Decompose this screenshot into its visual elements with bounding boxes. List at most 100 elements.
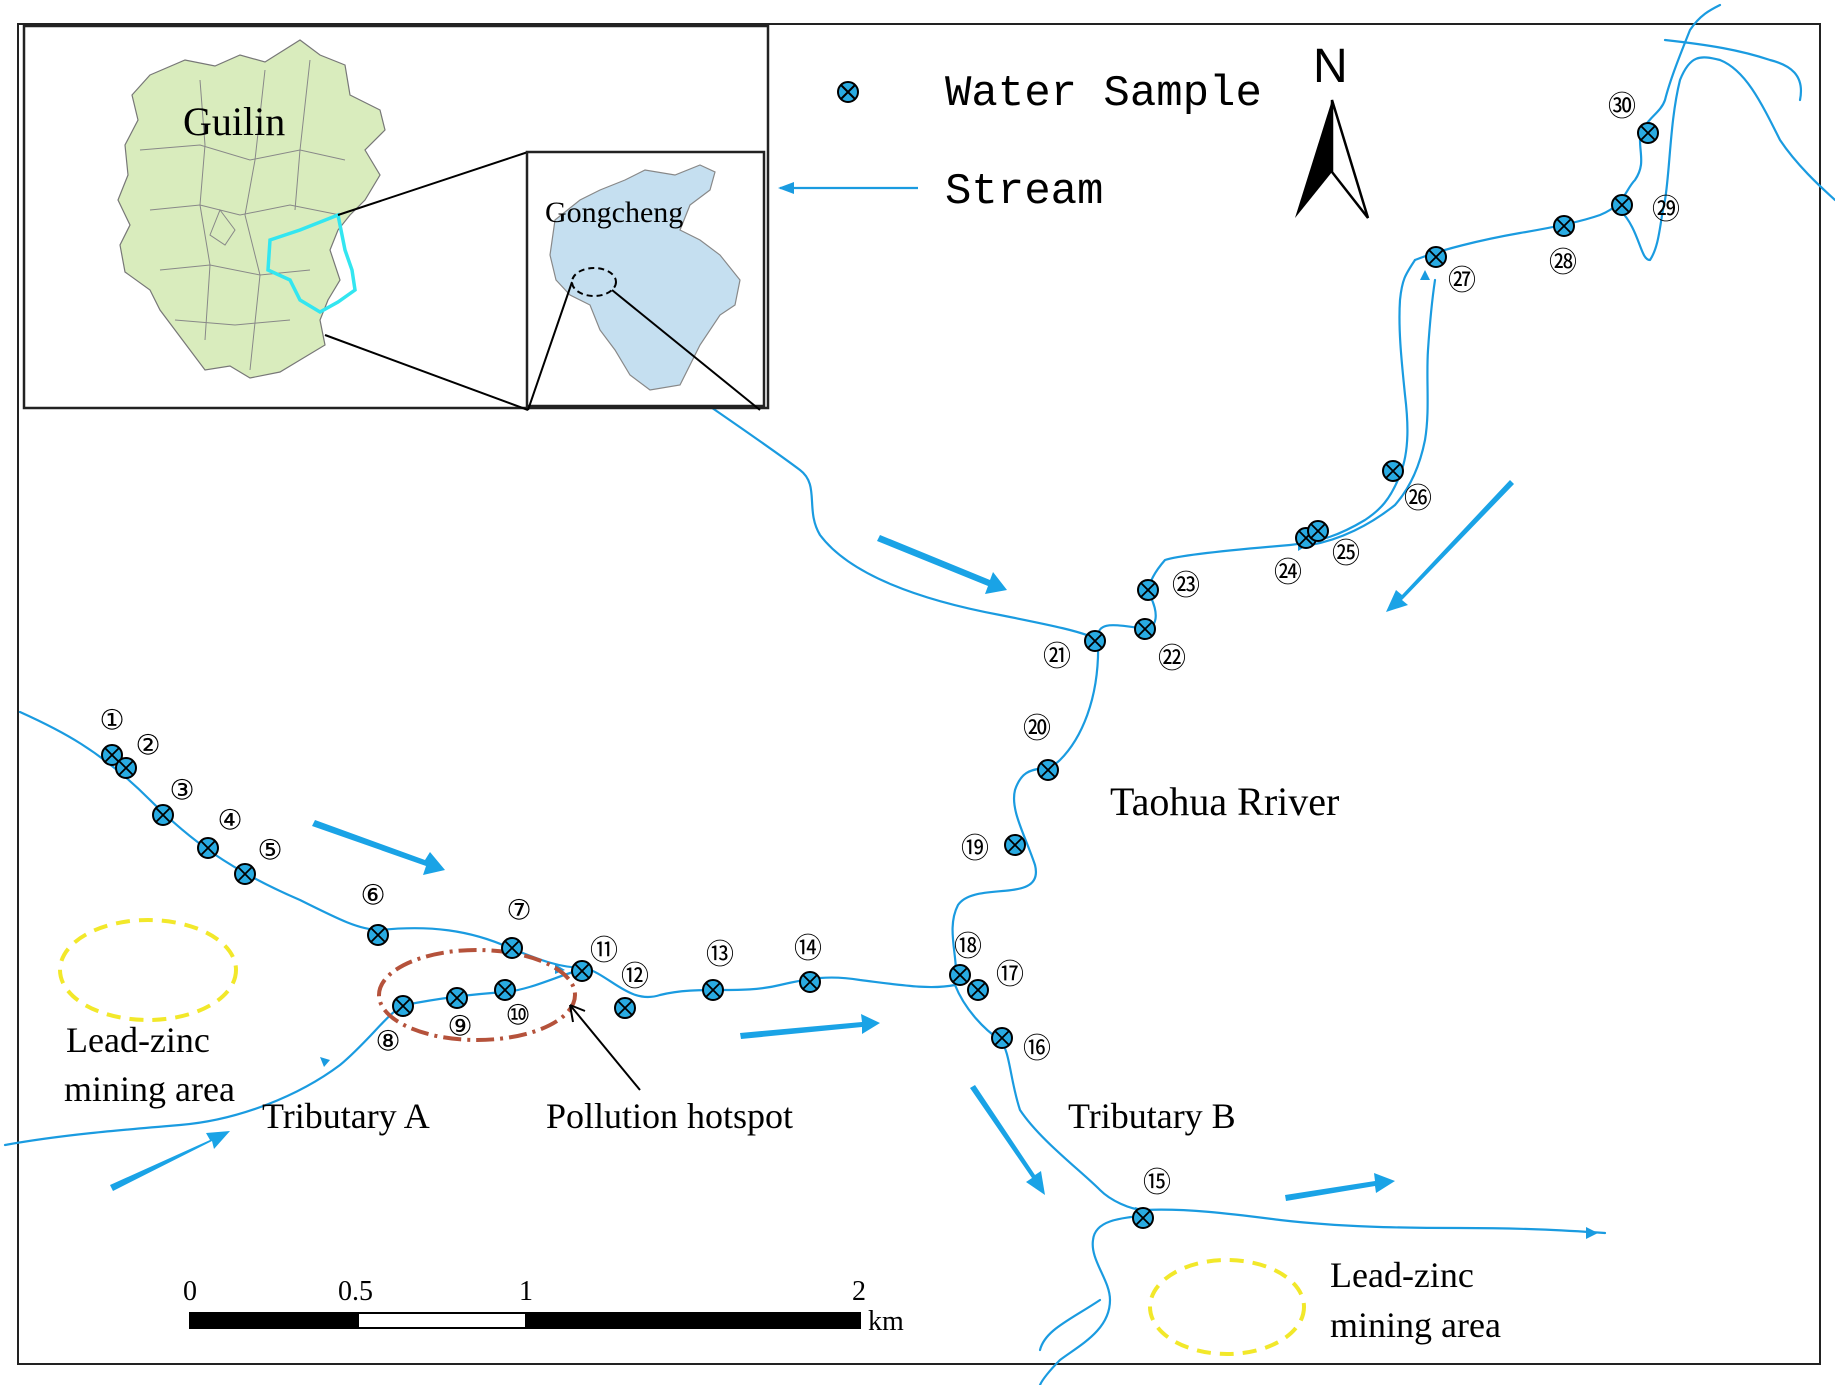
sample-cross-icon	[802, 974, 818, 990]
sample-number-label: ⑥	[360, 879, 385, 910]
flow-arrow-1	[312, 820, 445, 875]
guilin-county-boundaries	[139, 59, 346, 371]
sample-cross-icon	[1428, 249, 1444, 265]
scale-seg-2	[357, 1312, 527, 1329]
mining-area-left-label-line1: Lead-zinc	[66, 1020, 210, 1060]
sample-cross-icon	[370, 927, 386, 943]
north-arrow-right-half	[1330, 99, 1370, 219]
sample-number-label: ①	[99, 704, 124, 735]
taohua-river-label: Taohua Rriver	[1110, 779, 1339, 824]
water-sample-26: ㉖	[1382, 460, 1432, 513]
water-sample-13: ⑬	[702, 938, 734, 1001]
water-sample-24: ㉔	[1274, 527, 1317, 587]
sample-cross-icon	[200, 840, 216, 856]
mining-area-right-outline	[1148, 1258, 1306, 1356]
flow-arrow-4	[110, 1131, 230, 1191]
sample-cross-icon	[1385, 463, 1401, 479]
sample-number-label: ⑦	[506, 894, 531, 925]
scale-seg-3	[525, 1312, 861, 1329]
sample-cross-icon	[1556, 218, 1572, 234]
sample-cross-icon	[1310, 523, 1326, 539]
sample-cross-icon	[504, 940, 520, 956]
sample-cross-icon	[104, 747, 120, 763]
hotspot-pointer-head	[569, 1004, 586, 1023]
sample-number-label: ⑪	[590, 934, 618, 965]
north-arrow: N	[1295, 40, 1370, 219]
sample-cross-icon	[970, 982, 986, 998]
water-sample-10: ⑩	[494, 979, 531, 1030]
water-sample-29: ㉙	[1611, 193, 1680, 224]
pollution-hotspot-label: Pollution hotspot	[546, 1096, 793, 1136]
water-sample-15: ⑮	[1132, 1166, 1171, 1229]
sample-cross-icon	[994, 1030, 1010, 1046]
water-sample-8: ⑧	[375, 995, 414, 1056]
sample-cross-icon	[1640, 125, 1656, 141]
stream-taohua-parallel	[1308, 278, 1437, 547]
water-sample-27: ㉗	[1425, 246, 1476, 295]
sample-number-label: ⑳	[1023, 712, 1051, 743]
study-area-inset-ellipse	[571, 267, 617, 297]
water-sample-19: ⑲	[961, 832, 1026, 863]
sample-number-label: ㉔	[1274, 556, 1302, 587]
scale-tick-1: 1	[519, 1276, 533, 1307]
pollution-hotspot-outline	[377, 948, 577, 1042]
sample-number-label: ⑯	[1023, 1032, 1051, 1063]
stream-upper-branch	[1618, 56, 1835, 262]
flow-arrow-6	[1386, 480, 1514, 612]
water-sample-18: ⑱	[949, 930, 982, 986]
water-sample-23: ㉓	[1137, 569, 1200, 601]
arrowhead-1	[320, 1057, 330, 1067]
sample-number-label: ⑲	[961, 832, 989, 863]
tributary-b-label: Tributary B	[1068, 1096, 1236, 1136]
legend-stream-label: Stream	[945, 167, 1103, 217]
sample-number-label: ㉖	[1404, 482, 1432, 513]
tributary-a-label: Tributary A	[262, 1096, 430, 1136]
stream-southwest-outlet	[1038, 1298, 1102, 1352]
arrowhead-6	[1586, 1227, 1598, 1239]
mining-area-right-label-line2: mining area	[1330, 1305, 1501, 1345]
scale-unit: km	[868, 1306, 904, 1337]
stream-upper-east	[1663, 38, 1803, 102]
sample-cross-icon	[952, 967, 968, 983]
water-sample-12: ⑫	[614, 960, 649, 1019]
north-arrow-label: N	[1313, 40, 1348, 93]
sample-number-label: ㉚	[1608, 90, 1636, 121]
sample-cross-icon	[497, 982, 513, 998]
flow-arrow-2	[877, 535, 1007, 594]
sample-number-label: ②	[135, 729, 160, 760]
stream-south-loop	[1038, 1213, 1152, 1385]
scale-tick-2: 2	[852, 1276, 866, 1307]
mining-area-left-label-line2: mining area	[64, 1069, 235, 1109]
water-sample-9: ⑨	[446, 987, 473, 1041]
sample-number-label: ⑨	[447, 1010, 472, 1041]
water-sample-22: ㉒	[1134, 618, 1186, 673]
water-sample-5: ⑤	[234, 834, 283, 885]
flow-arrow-5	[970, 1085, 1045, 1195]
water-sample-16: ⑯	[991, 1027, 1051, 1063]
mining-area-left-outline	[58, 918, 238, 1022]
sample-cross-icon	[705, 982, 721, 998]
stream-line-icon	[778, 182, 918, 194]
gongcheng-label: Gongcheng	[545, 196, 683, 229]
water-sample-4: ④	[197, 804, 243, 859]
scale-bar: 0 0.5 1 2 km	[183, 1276, 904, 1337]
sample-number-label: ㉑	[1043, 640, 1071, 671]
sample-cross-circle-icon	[837, 81, 859, 103]
stream-taohua-main	[951, 258, 1417, 987]
legend: Water Sample Stream	[778, 69, 1262, 217]
sample-cross-icon	[1137, 621, 1153, 637]
water-sample-6: ⑥	[360, 879, 389, 946]
sample-cross-icon	[574, 963, 590, 979]
water-sample-25: ㉕	[1307, 520, 1360, 568]
water-sample-17: ⑰	[967, 958, 1024, 1001]
sample-number-label: ㉘	[1549, 246, 1577, 277]
sample-cross-icon	[1087, 633, 1103, 649]
water-sample-11: ⑪	[571, 934, 618, 982]
zoom-line-top	[337, 151, 529, 216]
water-sample-2: ②	[115, 729, 161, 779]
water-sample-28: ㉘	[1549, 215, 1577, 277]
mining-area-right-label-line1: Lead-zinc	[1330, 1255, 1474, 1295]
flow-arrow-3	[740, 1014, 880, 1039]
sample-cross-icon	[1135, 1210, 1151, 1226]
